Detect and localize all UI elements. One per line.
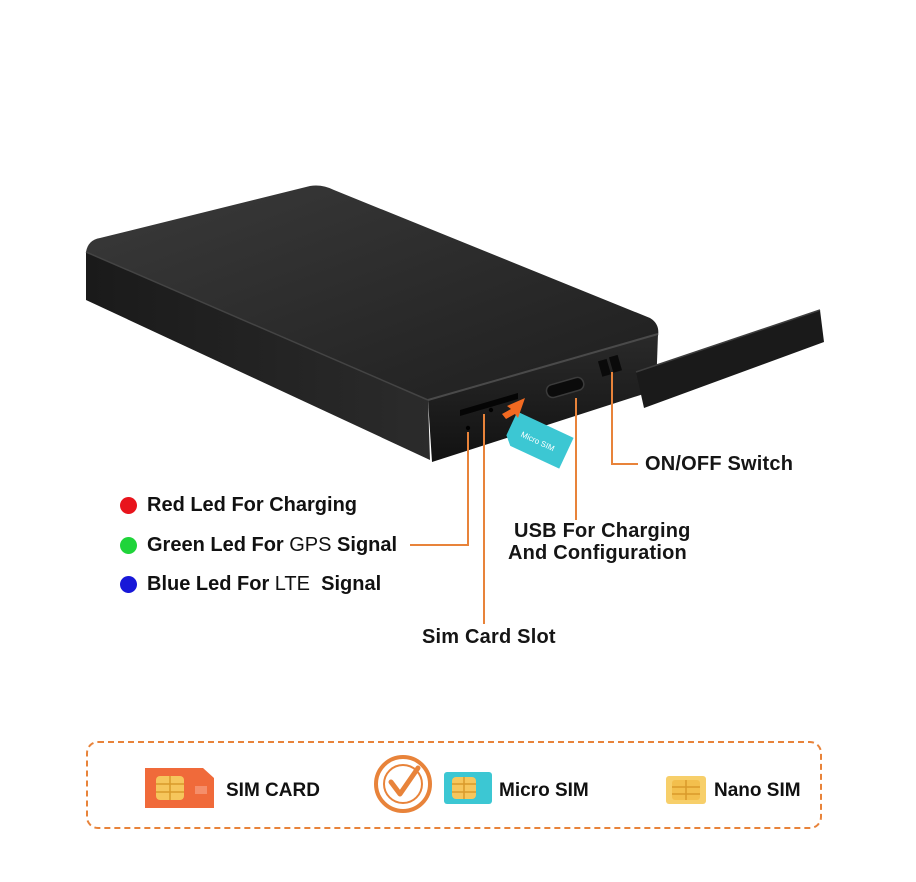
insert-arrow-icon: [502, 398, 525, 419]
sim-compatibility-panel: [86, 741, 822, 829]
callout-lines: [410, 372, 638, 624]
micro-sim-icon: [444, 772, 492, 804]
sim-card-slot-label: Sim Card Slot: [422, 626, 556, 648]
micro-sim-label: Micro SIM: [499, 780, 589, 801]
sim-card-icon: [145, 768, 214, 808]
nano-sim-label: Nano SIM: [714, 780, 801, 801]
on-off-switch-label: ON/OFF Switch: [645, 453, 794, 475]
legend-item-blue: Blue Led For LTE Signal: [120, 573, 381, 596]
blue-dot-icon: [120, 576, 137, 593]
legend-item-green: Green Led For GPS Signal: [120, 534, 397, 557]
selected-check-icon: [374, 755, 432, 813]
gps-tracker-device: [85, 185, 659, 462]
usb-label-line2: And Configuration: [508, 542, 687, 564]
port-cover: [635, 309, 824, 408]
legend-red-text: Red Led For Charging: [147, 494, 357, 516]
led-hole-2: [488, 407, 494, 413]
legend-green-text: Green Led For GPS Signal: [147, 534, 398, 556]
sim-card-label: SIM CARD: [226, 780, 320, 801]
micro-sim-card: Micro SIM: [506, 411, 574, 469]
legend-blue-text: Blue Led For LTE Signal: [147, 573, 382, 595]
sim-card-slot[interactable]: [460, 393, 518, 416]
on-off-switch[interactable]: [597, 354, 623, 377]
nano-sim-icon: [666, 776, 706, 804]
red-dot-icon: [120, 497, 137, 514]
green-dot-icon: [120, 537, 137, 554]
legend-item-red: Red Led For Charging: [120, 494, 357, 517]
usb-port[interactable]: [545, 376, 585, 399]
usb-label-line1: USB For Charging: [514, 520, 691, 542]
led-hole-1: [465, 425, 471, 431]
